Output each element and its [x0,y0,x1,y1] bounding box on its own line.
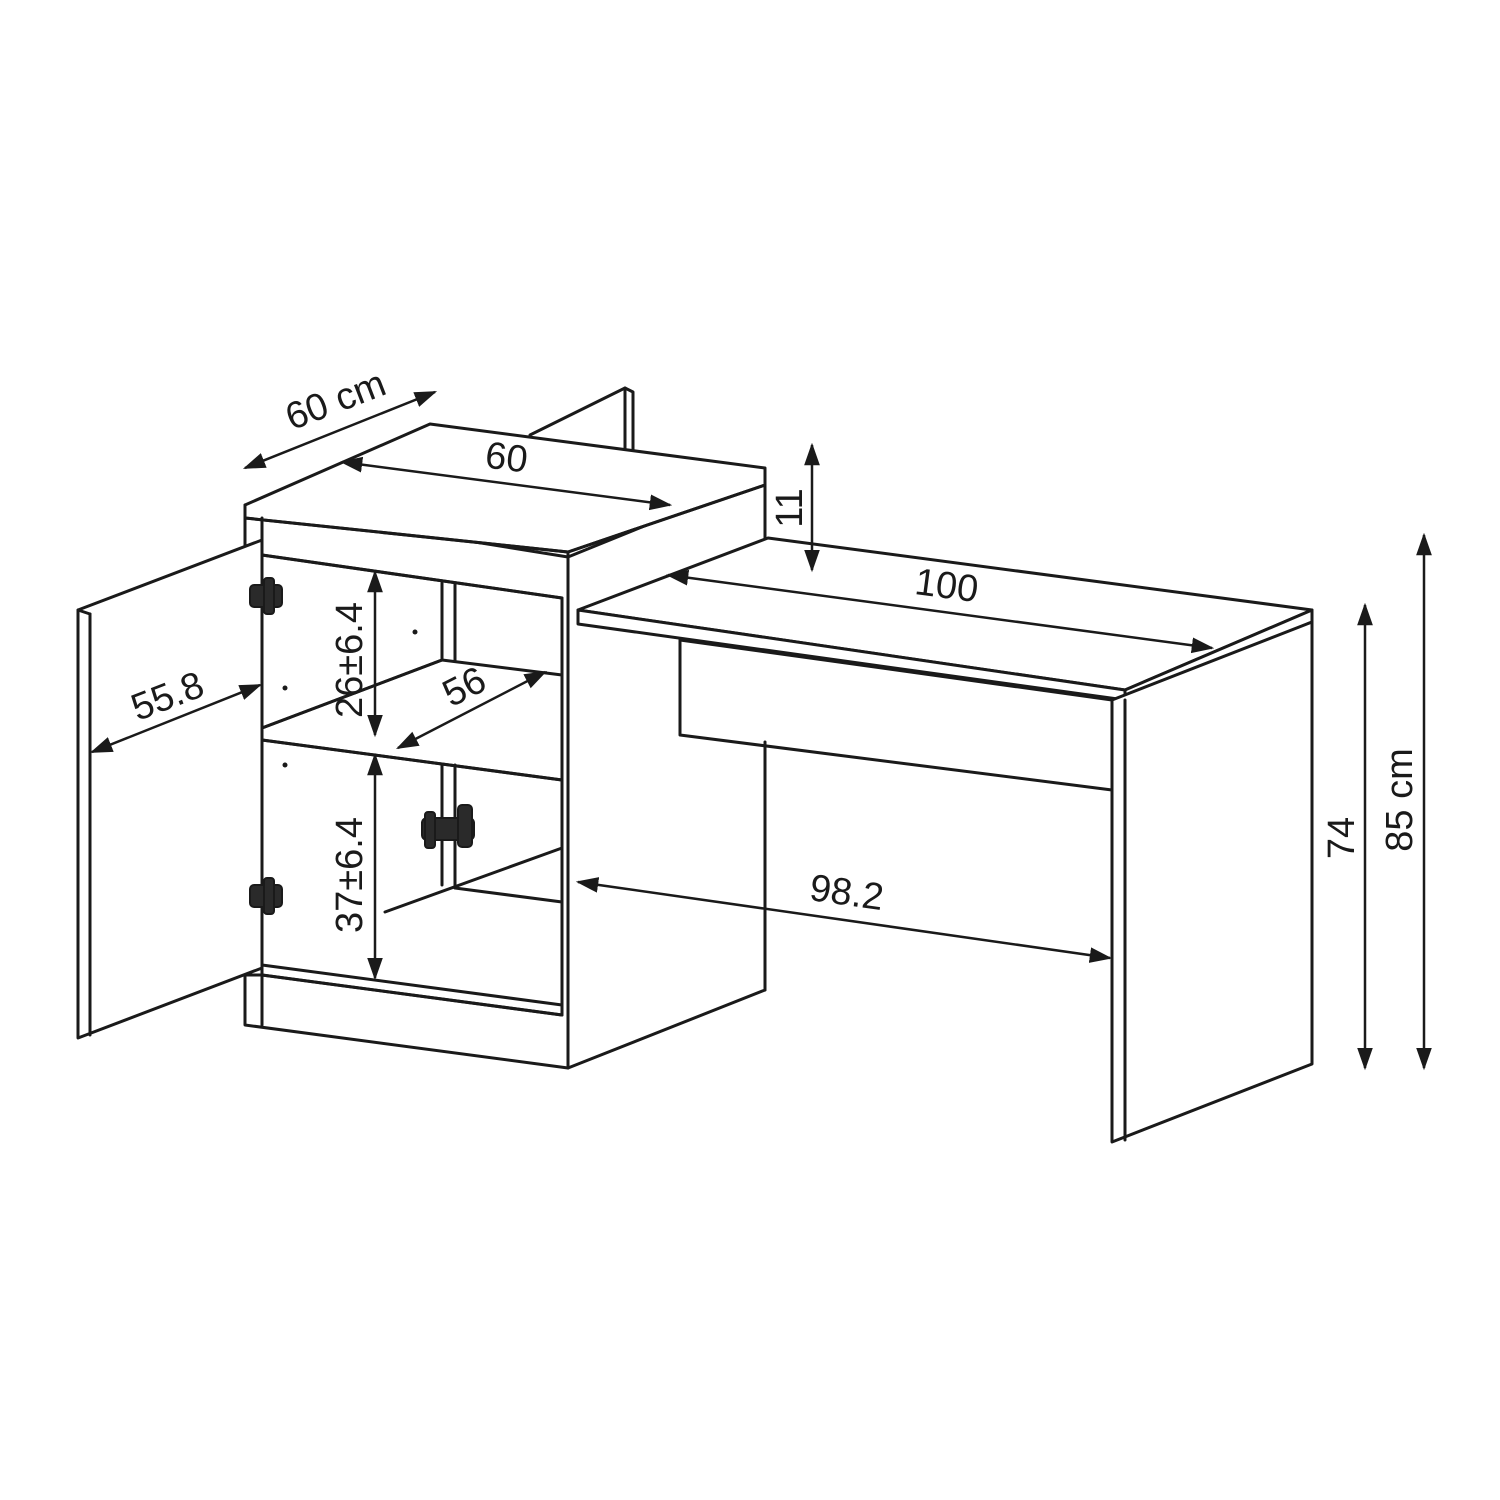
dim-total-height: 85 cm [1379,532,1432,1071]
label-upper-shelf: 26±6.4 [329,602,371,718]
cabinet-body [243,422,767,1070]
label-cabinet-depth: 60 cm [280,363,392,439]
hinge-icon [249,577,475,915]
label-knee-space: 98.2 [807,867,886,919]
dim-knee-space: 98.2 [575,867,1113,963]
label-lower-shelf: 37±6.4 [329,817,371,933]
cabinet-door [76,538,264,1040]
dim-desk-height: 74 [1321,602,1373,1071]
dim-upper-shelf: 26±6.4 [329,569,383,738]
label-total-height: 85 cm [1379,748,1421,851]
label-desk-width: 100 [912,561,980,611]
label-desk-height: 74 [1321,817,1363,859]
label-cabinet-width: 60 [483,435,530,482]
dim-top-offset: 11 [769,442,820,573]
label-top-offset: 11 [769,488,811,527]
dim-cabinet-width: 60 [339,435,673,511]
dim-lower-shelf: 37±6.4 [329,752,383,981]
dim-desk-width: 100 [665,561,1215,654]
